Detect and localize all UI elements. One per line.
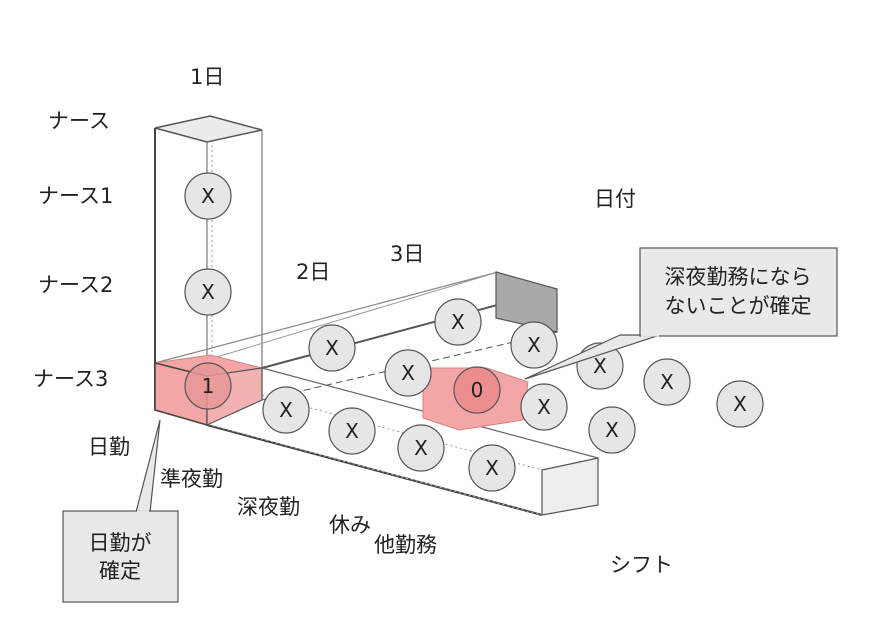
- nurse3-day3-other-marker: X: [643, 358, 691, 406]
- nurse3-day2-deep-marker-text: X: [401, 361, 415, 385]
- nurse3-day3-deep-marker-circle: [520, 383, 568, 431]
- nurse3-day2-semi-marker-text: X: [325, 336, 339, 360]
- callout-day-shift-line1: 日勤が: [89, 531, 152, 555]
- nurse3-day1-semi-marker-text: X: [279, 398, 293, 422]
- callout-no-deep-night: 深夜勤務になら ないことが確定: [524, 247, 838, 380]
- nurse3-label: ナース3: [33, 367, 108, 391]
- shift-semi-night-label: 準夜勤: [160, 467, 223, 491]
- nurse3-day3-other-marker-circle: [643, 358, 691, 406]
- shift-rest-label: 休み: [329, 513, 371, 537]
- nurse3-day3-day-marker-circle: [434, 298, 482, 346]
- nurse3-day2-deep-marker-circle: [384, 349, 432, 397]
- nurse3-day1-semi-marker: X: [262, 386, 310, 434]
- nurse3-day1-day-marker-circle: [184, 362, 232, 410]
- nurse3-day1-rest-marker: X: [397, 424, 445, 472]
- nurse2-label: ナース2: [38, 273, 113, 297]
- shift-other-label: 他勤務: [374, 533, 437, 557]
- nurse3-day1-day-marker: 1: [184, 362, 232, 410]
- marker-layer: X X X X X X X X X X X X X X X 1 0: [184, 172, 764, 492]
- date-row-box: [154, 271, 558, 401]
- nurse1-day1-marker-text: X: [201, 184, 215, 208]
- nurse3-day3-semi-marker-circle: [510, 321, 558, 369]
- nurse3-day2-semi-marker-circle: [308, 324, 356, 372]
- nurse3-day1-rest-marker-text: X: [414, 436, 428, 460]
- shift-axis-label: シフト: [610, 553, 673, 577]
- callout-day-shift-line2: 確定: [99, 559, 141, 583]
- nurse3-day1-day-marker-text: 1: [202, 374, 215, 398]
- nurse2-day1-marker-text: X: [201, 280, 215, 304]
- nurse3-day2-deep-excluded-marker: 0: [453, 366, 501, 414]
- nurse3-day3-deep-marker-text: X: [537, 395, 551, 419]
- nurse3-day1-deep-marker: X: [328, 407, 376, 455]
- nurse3-day2-deep-marker: X: [384, 349, 432, 397]
- nurse3-day3-rest-marker-text: X: [593, 354, 607, 378]
- nurse3-day3-deep-marker: X: [520, 383, 568, 431]
- nurse3-day1-deep-marker-circle: [328, 407, 376, 455]
- shift-day-label: 日勤: [88, 435, 130, 459]
- nurse-axis-label: ナース: [48, 109, 110, 133]
- nurse3-day2-deep-excluded-marker-text: 0: [471, 378, 484, 402]
- day3-label: 3日: [390, 242, 424, 266]
- nurse3-day1-other-marker-circle: [468, 444, 516, 492]
- nurse1-label: ナース1: [38, 184, 113, 208]
- nurse3-day2-semi-marker: X: [308, 324, 356, 372]
- shift-row-box: [154, 367, 599, 517]
- day2-label: 2日: [296, 260, 330, 284]
- nurse3-day3-semi-marker: X: [510, 321, 558, 369]
- nurse2-day1-marker: X: [184, 268, 232, 316]
- nurse3-date-far-marker: X: [716, 380, 764, 428]
- day1-label: 1日: [190, 65, 224, 89]
- nurse3-day3-day-marker: X: [434, 298, 482, 346]
- nurse3-day3-extra-marker-circle: [588, 406, 636, 454]
- shift-deep-night-label: 深夜勤: [237, 495, 300, 519]
- callout-no-deep-night-line2: ないことが確定: [665, 294, 812, 318]
- nurse3-day2-deep-excluded-marker-circle: [453, 366, 501, 414]
- nurse3-date-far-marker-circle: [716, 380, 764, 428]
- nurse3-day1-other-marker: X: [468, 444, 516, 492]
- nurse3-day1-deep-marker-text: X: [345, 419, 359, 443]
- nurse3-day3-extra-marker-text: X: [605, 418, 619, 442]
- nurse3-day1-other-marker-text: X: [485, 456, 499, 480]
- nurse2-day1-marker-circle: [184, 268, 232, 316]
- nurse3-day1-rest-marker-circle: [397, 424, 445, 472]
- nurse1-day1-marker-circle: [184, 172, 232, 220]
- callout-no-deep-night-line1: 深夜勤務になら: [665, 265, 812, 289]
- nurse3-day3-extra-marker: X: [588, 406, 636, 454]
- nurse3-day3-day-marker-text: X: [451, 310, 465, 334]
- nurse3-day3-semi-marker-text: X: [527, 333, 541, 357]
- nurse3-day3-other-marker-text: X: [660, 370, 674, 394]
- callout-day-shift-confirmed: 日勤が 確定: [62, 419, 179, 603]
- nurse3-date-far-marker-text: X: [733, 392, 747, 416]
- date-axis-label: 日付: [594, 187, 636, 211]
- nurse1-day1-marker: X: [184, 172, 232, 220]
- nurse3-day1-semi-marker-circle: [262, 386, 310, 434]
